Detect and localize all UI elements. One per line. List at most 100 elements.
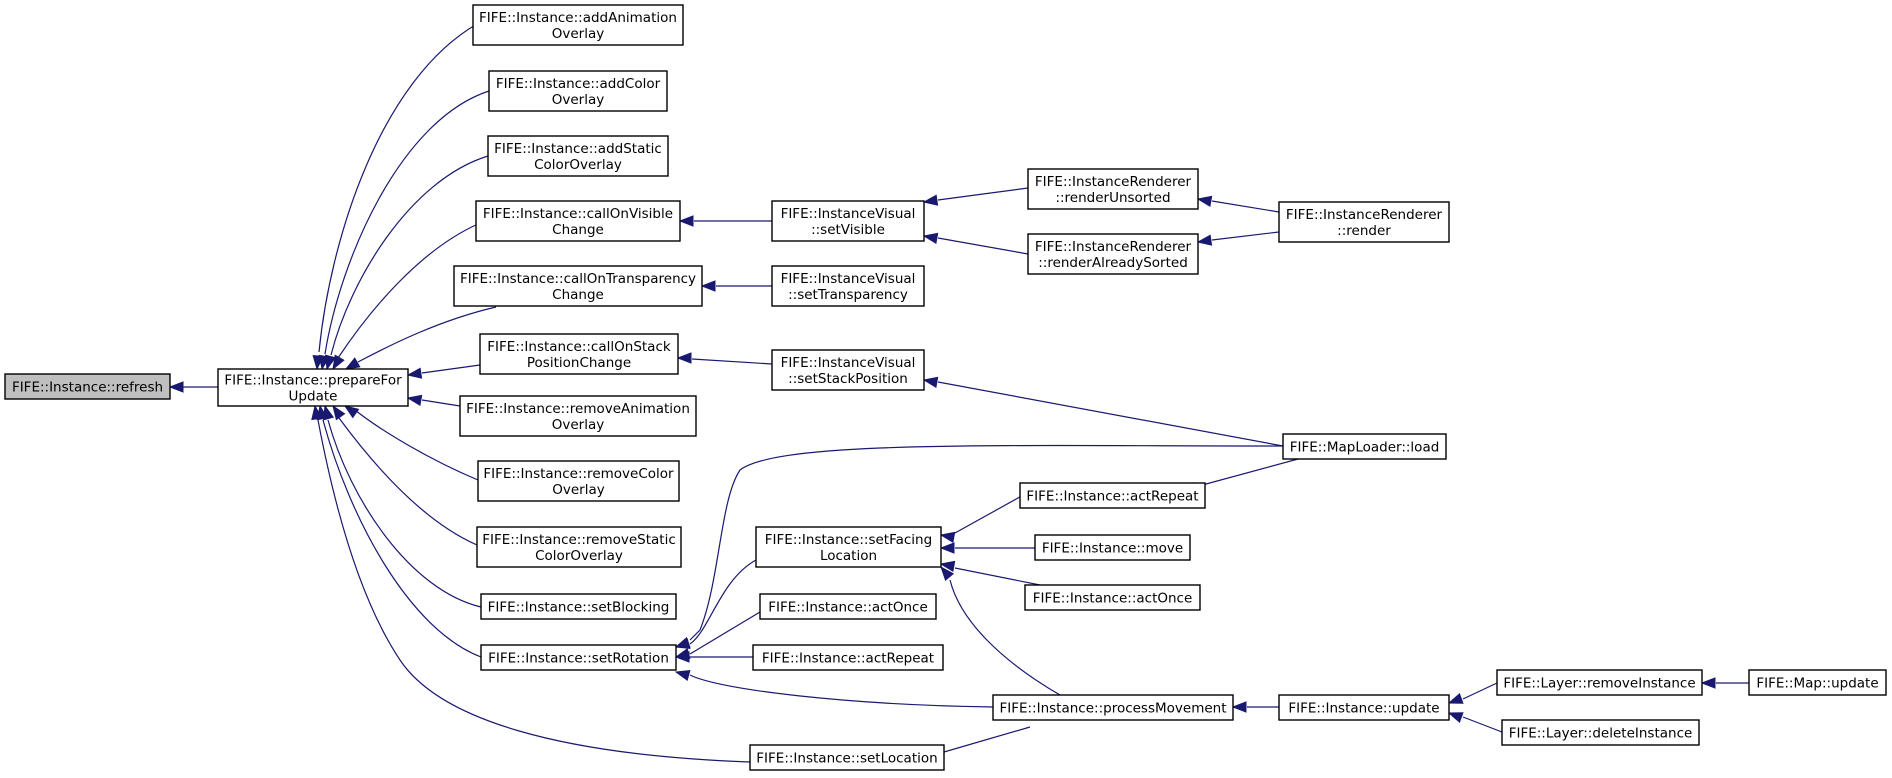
- call-edge-line: [1194, 458, 1299, 488]
- node-act-repeat[interactable]: FIFE::Instance::actRepeat: [752, 644, 944, 671]
- node-render-unsorted[interactable]: FIFE::InstanceRenderer::renderUnsorted: [1027, 168, 1199, 210]
- call-edge: [318, 90, 490, 371]
- call-edge-line: [324, 90, 490, 355]
- node-label: FIFE::Instance::actOnce: [1033, 591, 1193, 607]
- call-edge: [940, 565, 1061, 696]
- call-edge: [344, 306, 497, 370]
- node-label: Location: [820, 548, 877, 564]
- arrowhead: [939, 542, 955, 554]
- call-edge: [322, 404, 482, 608]
- node-label: FIFE::Instance::actRepeat: [762, 651, 934, 667]
- arrowhead: [1231, 701, 1247, 713]
- node-box: [1501, 719, 1700, 746]
- call-edge-line: [689, 559, 757, 645]
- call-edge-line: [937, 237, 1029, 255]
- node-label: Change: [552, 287, 604, 303]
- node-set-rotation[interactable]: FIFE::Instance::setRotation: [480, 644, 677, 671]
- call-edge-line: [327, 419, 482, 608]
- node-move[interactable]: FIFE::Instance::move: [1034, 534, 1191, 561]
- node-label: ::render: [1337, 223, 1391, 239]
- node-instance-visual-set-transparency[interactable]: FIFE::InstanceVisual::setTransparency: [771, 265, 925, 307]
- call-edge-line: [330, 155, 489, 356]
- node-label: FIFE::Instance::processMovement: [999, 701, 1226, 717]
- node-act-repeat-2[interactable]: FIFE::Instance::actRepeat: [1019, 482, 1206, 509]
- node-renderer-render[interactable]: FIFE::InstanceRenderer::render: [1278, 201, 1450, 243]
- node-label: Change: [552, 222, 604, 238]
- node-box: [453, 265, 703, 307]
- call-edge: [324, 155, 489, 371]
- node-set-location[interactable]: FIFE::Instance::setLocation: [749, 744, 945, 771]
- arrowhead: [1447, 693, 1464, 704]
- node-label: FIFE::Instance::addAnimation: [479, 10, 677, 26]
- node-box: [217, 368, 409, 407]
- node-label: FIFE::Instance::setFacing: [765, 532, 932, 548]
- node-box: [759, 593, 937, 620]
- node-map-loader-load[interactable]: FIFE::MapLoader::load: [1282, 433, 1447, 460]
- node-box: [771, 265, 925, 307]
- call-edge-line: [954, 567, 1041, 586]
- call-edge-line: [1211, 231, 1280, 241]
- call-edge-line: [317, 419, 751, 763]
- call-edge: [406, 364, 481, 379]
- call-edge-line: [1211, 200, 1280, 213]
- arrowhead: [1196, 195, 1213, 207]
- node-render-already-sorted[interactable]: FIFE::InstanceRenderer::renderAlreadySor…: [1027, 233, 1199, 275]
- node-instance-visual-set-visible[interactable]: FIFE::InstanceVisual::setVisible: [771, 200, 925, 242]
- node-layer-remove-instance[interactable]: FIFE::Layer::removeInstance: [1496, 669, 1703, 696]
- arrowhead: [678, 215, 694, 227]
- call-edge-line: [689, 444, 1284, 641]
- node-call-on-stack-position-change[interactable]: FIFE::Instance::callOnStackPositionChang…: [479, 333, 679, 375]
- call-edge-line: [337, 223, 479, 359]
- call-edge: [939, 542, 1035, 554]
- call-edge-line: [689, 674, 994, 708]
- node-label: FIFE::Instance::setBlocking: [488, 600, 670, 616]
- node-label: FIFE::Instance::move: [1042, 541, 1183, 557]
- node-label: ColorOverlay: [535, 548, 623, 564]
- node-label: Overlay: [552, 92, 604, 108]
- node-box: [477, 460, 680, 502]
- call-edge-line: [421, 399, 461, 407]
- arrowhead: [332, 404, 346, 421]
- node-layer-delete-instance[interactable]: FIFE::Layer::deleteInstance: [1501, 719, 1700, 746]
- call-edge: [674, 559, 757, 650]
- node-box: [1027, 168, 1199, 210]
- node-label: FIFE::Instance::actOnce: [768, 600, 928, 616]
- arrowhead: [922, 232, 939, 244]
- node-act-once[interactable]: FIFE::Instance::actOnce: [759, 593, 937, 620]
- node-box: [1019, 482, 1206, 509]
- node-label: Overlay: [552, 417, 604, 433]
- node-set-blocking[interactable]: FIFE::Instance::setBlocking: [480, 593, 677, 620]
- call-edge: [928, 726, 1031, 757]
- node-box: [479, 333, 679, 375]
- node-box: [487, 135, 669, 177]
- node-label: FIFE::Layer::removeInstance: [1503, 676, 1695, 692]
- node-label: FIFE::Instance::update: [1288, 701, 1439, 717]
- call-edge: [922, 376, 1284, 447]
- node-label: FIFE::Instance::setLocation: [756, 751, 937, 767]
- node-instance-update[interactable]: FIFE::Instance::update: [1278, 694, 1450, 721]
- node-box: [4, 373, 171, 400]
- node-refresh[interactable]: FIFE::Instance::refresh: [4, 373, 171, 400]
- call-edge-line: [937, 187, 1029, 201]
- node-instance-visual-set-stack-position[interactable]: FIFE::InstanceVisual::setStackPosition: [771, 349, 925, 391]
- node-label: FIFE::Instance::actRepeat: [1026, 489, 1198, 505]
- node-box: [771, 200, 925, 242]
- arrowhead: [922, 194, 939, 206]
- node-process-movement[interactable]: FIFE::Instance::processMovement: [992, 694, 1234, 721]
- call-edge: [922, 232, 1029, 255]
- node-act-once-2[interactable]: FIFE::Instance::actOnce: [1024, 584, 1201, 611]
- call-edge: [406, 394, 461, 407]
- node-label: FIFE::Instance::addColor: [496, 76, 661, 92]
- node-map-update[interactable]: FIFE::Map::update: [1748, 669, 1887, 696]
